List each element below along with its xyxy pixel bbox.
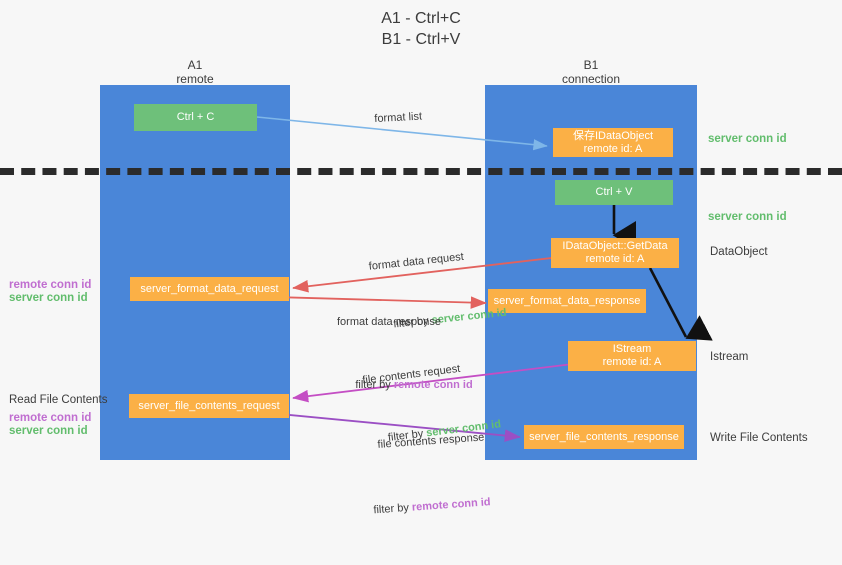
box-ctrl-v[interactable]: Ctrl + V <box>555 180 673 205</box>
box-save-dataobject[interactable]: 保存IDataObject remote id: A <box>553 128 673 157</box>
right-label-server-conn-id-mid: server conn id <box>708 211 787 223</box>
filter-value-remote-conn-id: remote conn id <box>393 379 473 391</box>
annotation-format-data-response-line2: filter by remote conn id <box>337 363 473 408</box>
right-label-server-conn-id-top: server conn id <box>708 133 787 145</box>
phase-divider-dashed-line <box>0 168 842 175</box>
box-getdata[interactable]: IDataObject::GetData remote id: A <box>551 238 679 268</box>
column-header-a1: A1 remote <box>176 58 214 86</box>
annotation-format-data-response: format data response filter by remote co… <box>337 285 473 438</box>
annotation-format-list: format list <box>374 110 423 125</box>
box-server-file-contents-response[interactable]: server_file_contents_response <box>524 425 684 449</box>
filter-value-remote-conn-id: remote conn id <box>411 496 491 514</box>
left-label-remote-conn-id-bottom: remote conn id <box>9 412 92 424</box>
annotation-file-contents-request-line1: file contents request <box>361 362 461 387</box>
box-server-format-data-request[interactable]: server_format_data_request <box>130 277 289 301</box>
box-istream[interactable]: IStream remote id: A <box>568 341 696 371</box>
filter-prefix: filter by <box>373 501 413 517</box>
annotation-file-contents-response-line2: filter by remote conn id <box>354 480 493 534</box>
right-label-istream: Istream <box>710 351 749 363</box>
diagram-title: A1 - Ctrl+C B1 - Ctrl+V <box>381 10 461 48</box>
left-label-remote-conn-id-mid: remote conn id <box>9 279 92 291</box>
annotation-file-contents-response: file contents response filter by remote … <box>373 400 494 562</box>
left-label-server-conn-id-mid: server conn id <box>9 292 88 304</box>
right-label-write-file-contents: Write File Contents <box>710 432 808 444</box>
box-server-file-contents-request[interactable]: server_file_contents_request <box>129 394 289 418</box>
box-ctrl-c[interactable]: Ctrl + C <box>134 104 257 131</box>
annotation-format-data-request-line1: format data request <box>368 250 465 273</box>
left-label-server-conn-id-bottom: server conn id <box>9 425 88 437</box>
right-label-dataobject: DataObject <box>710 246 768 258</box>
diagram-canvas: A1 - Ctrl+C B1 - Ctrl+V A1 remote B1 con… <box>0 10 842 516</box>
column-header-b1: B1 connection <box>561 58 621 86</box>
annotation-format-data-response-line1: format data response <box>337 316 441 328</box>
left-label-read-file-contents: Read File Contents <box>9 394 108 406</box>
box-server-format-data-response[interactable]: server_format_data_response <box>488 289 646 313</box>
filter-prefix: filter by <box>355 379 394 391</box>
annotation-file-contents-response-line1: file contents response <box>377 431 485 451</box>
